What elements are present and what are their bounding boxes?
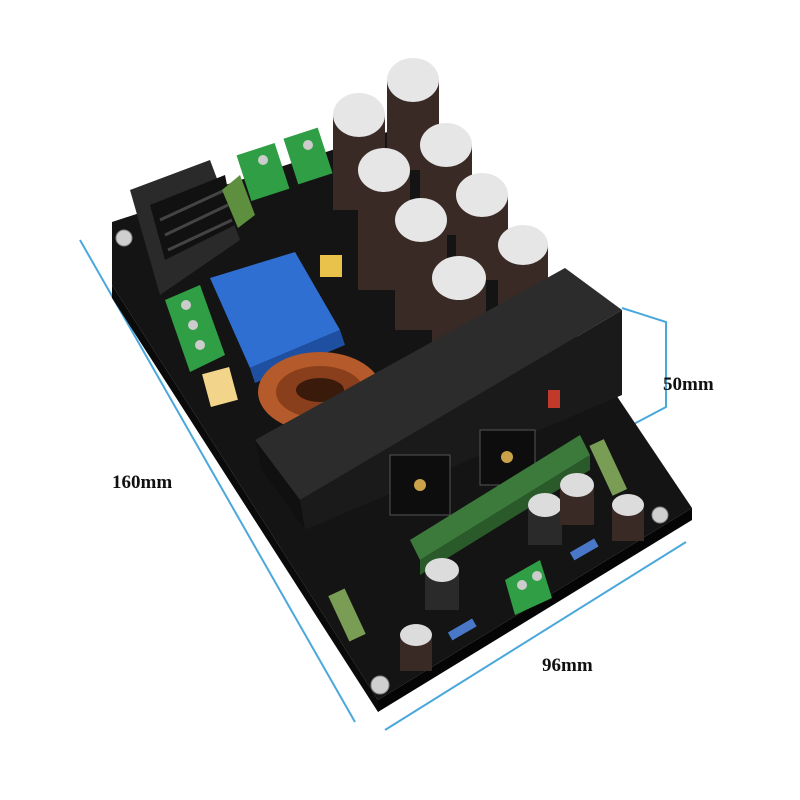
- capacitor: [425, 558, 459, 610]
- terminal-block-output: [505, 560, 552, 615]
- mounting-hole: [370, 675, 390, 695]
- height-dimension-label: 50mm: [663, 374, 714, 395]
- resistors: [328, 390, 628, 642]
- main-heatsink: [255, 268, 622, 530]
- pcb-board-side: [378, 508, 692, 712]
- dimension-lines: [79, 239, 687, 731]
- power-resistor: [222, 175, 255, 228]
- capacitor: [612, 494, 644, 541]
- driver-daughter-board: [410, 435, 590, 575]
- capacitor: [528, 493, 562, 545]
- capacitor: [387, 58, 439, 170]
- small-heatsink: [130, 160, 240, 295]
- mounting-hole: [115, 229, 133, 247]
- yellow-capacitor: [320, 255, 342, 277]
- mounting-holes: [115, 229, 669, 695]
- height-dimension-bracket: [621, 307, 667, 427]
- length-dimension-line: [79, 239, 356, 723]
- width-dimension-label: 96mm: [542, 655, 593, 676]
- mounting-hole: [651, 506, 669, 524]
- length-dimension-label: 160mm: [112, 472, 173, 493]
- capacitor: [400, 624, 432, 671]
- terminal-block-left: [165, 285, 225, 372]
- pcb-board-edge: [112, 285, 378, 712]
- yellow-capacitor: [202, 366, 238, 408]
- capacitor: [560, 473, 594, 525]
- width-dimension-line: [384, 541, 687, 731]
- terminal-block-top: [236, 127, 333, 202]
- small-capacitors: [400, 473, 644, 671]
